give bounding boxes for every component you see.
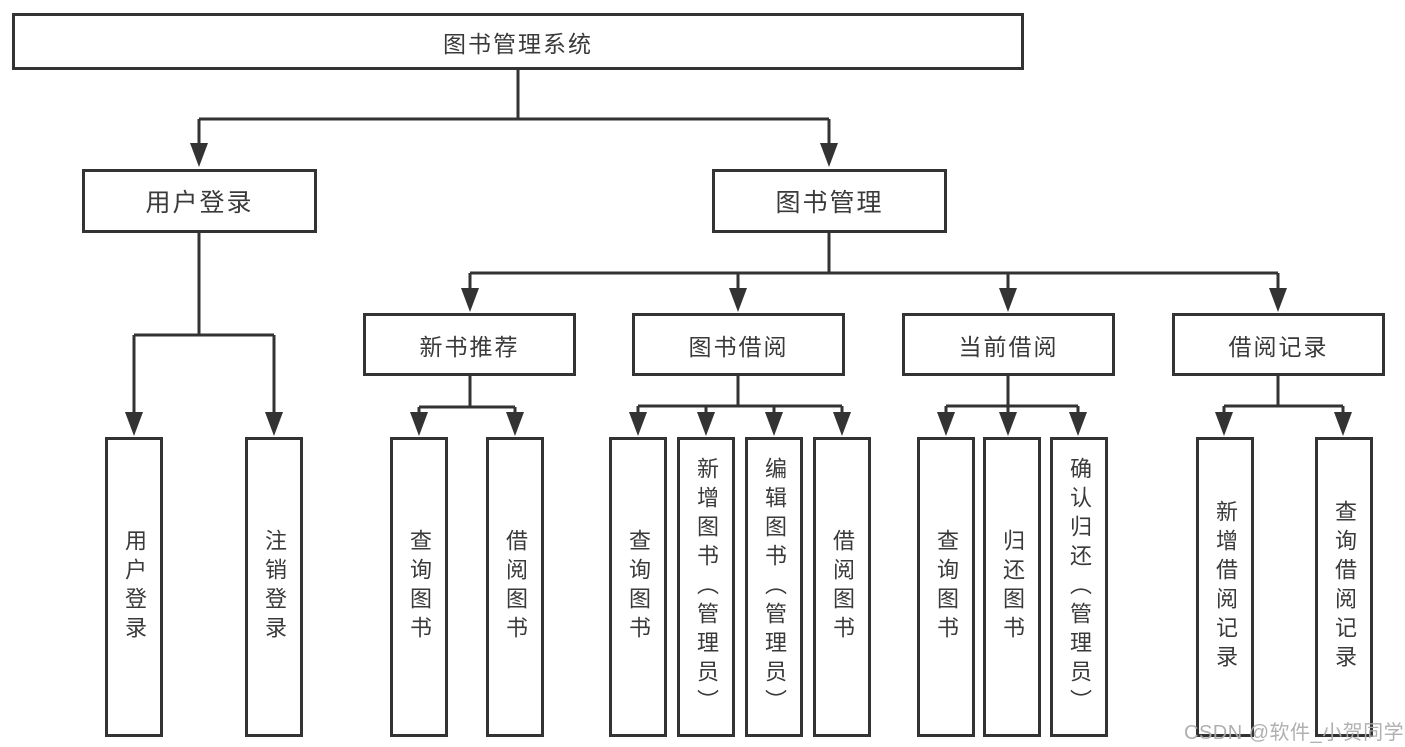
node-add-borrow-record: 新增借阅记录 (1196, 437, 1254, 737)
node-user-login: 用户登录 (82, 169, 317, 233)
node-add-book-admin: 新增图书（管理员） (677, 437, 735, 737)
node-confirm-return-admin: 确认归还（管理员） (1050, 437, 1108, 737)
node-logout-leaf: 注销登录 (245, 437, 303, 737)
node-query-borrow-record: 查询借阅记录 (1315, 437, 1373, 737)
connector-new-book-to-leaves (410, 375, 524, 436)
connector-borrow-records-to-leaves (1215, 375, 1352, 436)
connector-root-to-level2 (190, 69, 838, 167)
node-library-management-system: 图书管理系统 (12, 13, 1024, 70)
connector-book-management-to-level3 (461, 233, 1287, 312)
node-query-book-current: 查询图书 (917, 437, 975, 737)
node-borrow-records: 借阅记录 (1172, 313, 1385, 376)
csdn-watermark: CSDN @软件_小贺同学 (1184, 722, 1405, 744)
node-current-borrow: 当前借阅 (902, 313, 1115, 376)
node-book-management: 图书管理 (712, 169, 947, 233)
node-book-borrow: 图书借阅 (632, 313, 845, 376)
node-user-login-leaf: 用户登录 (105, 437, 163, 737)
node-return-book: 归还图书 (983, 437, 1041, 737)
connector-book-borrow-to-leaves (629, 375, 851, 436)
connector-current-borrow-to-leaves (937, 375, 1087, 436)
node-edit-book-admin: 编辑图书（管理员） (745, 437, 803, 737)
node-borrow-book-recommend: 借阅图书 (486, 437, 544, 737)
connector-user-login-to-leaves (125, 233, 283, 436)
node-new-book-recommend: 新书推荐 (363, 313, 576, 376)
node-borrow-book-leaf: 借阅图书 (813, 437, 871, 737)
node-query-book-borrow: 查询图书 (609, 437, 667, 737)
node-query-book-recommend: 查询图书 (390, 437, 448, 737)
